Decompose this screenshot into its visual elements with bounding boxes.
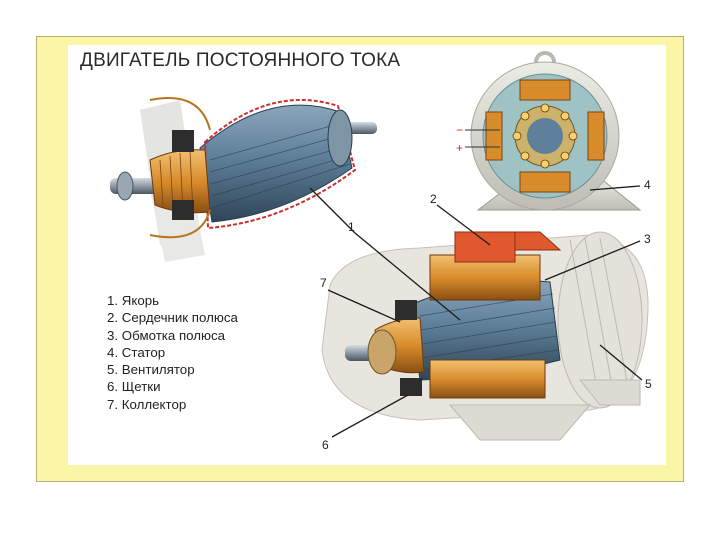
legend-item: 6. Щетки [107,379,161,395]
legend-item: 7. Коллектор [107,396,187,412]
callout-6: 6 [322,438,329,452]
minus-terminal-label: − [456,123,464,137]
callout-4: 4 [644,178,651,192]
plus-terminal-label: + [456,141,464,155]
parts-legend: 1. Якорь 2. Сердечник полюса 3. Обмотка … [107,292,238,413]
callout-1: 1 [348,220,355,234]
legend-item: 4. Статор [107,344,166,360]
stator-cross-section [465,51,642,211]
callout-5: 5 [645,377,652,391]
callout-7: 7 [320,276,327,290]
legend-item: 5. Вентилятор [107,362,195,378]
armature-illustration [110,97,377,262]
diagram-title: ДВИГАТЕЛЬ ПОСТОЯННОГО ТОКА [80,50,401,71]
legend-item: 1. Якорь [107,293,160,308]
leader-lines [309,185,643,438]
callout-2: 2 [430,192,437,206]
legend-item: 3. Обмотка полюса [107,327,226,343]
callout-3: 3 [644,232,651,246]
assembled-motor-illustration [321,231,649,441]
legend-item: 2. Сердечник полюса [107,310,238,326]
